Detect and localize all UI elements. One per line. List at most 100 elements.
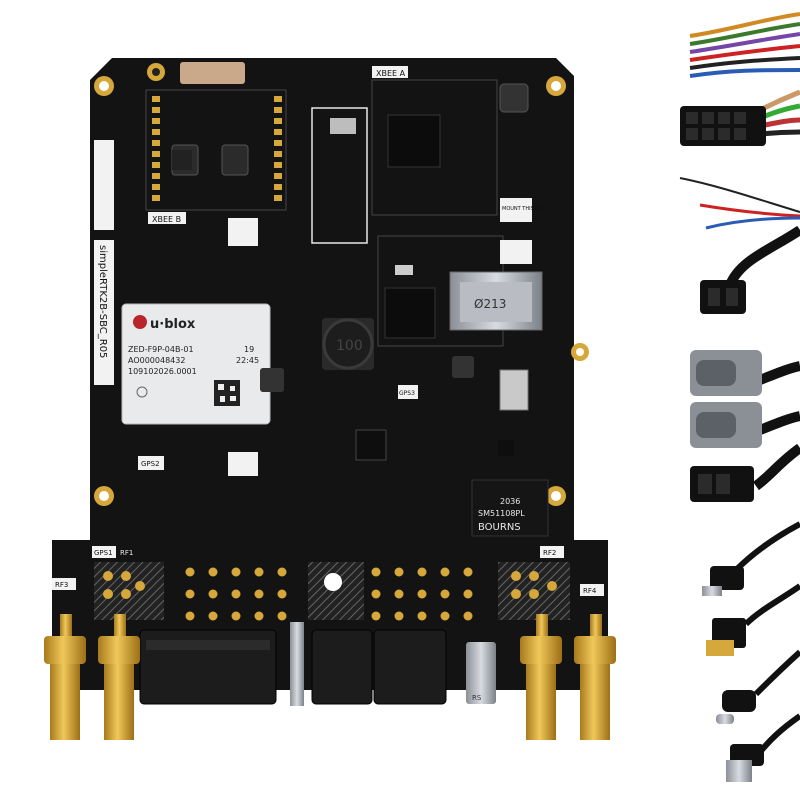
gold-pad: [511, 589, 521, 599]
accessory-usb-a-cable: [726, 713, 800, 782]
inductor-silk: 100: [336, 338, 363, 354]
ublox-brand: u·blox: [150, 317, 196, 332]
gps3-silk: GPS3: [399, 390, 415, 397]
xbee-pin: [152, 173, 160, 179]
gold-pad: [371, 589, 381, 599]
ublox-week: 19: [244, 345, 254, 354]
gold-pad: [208, 611, 218, 621]
accessory-ethernet-cable: [706, 583, 800, 656]
gold-pad: [277, 611, 287, 621]
bourns-silk: BOURNS: [478, 522, 521, 533]
usb-silk: RS: [472, 694, 482, 702]
xbee-pin: [274, 173, 282, 179]
bourns-transformer: BOURNS SM51108PL 2036: [471, 479, 549, 537]
ublox-model: ZED-F9P-04B-01: [128, 345, 194, 354]
rf1-silk: RF1: [120, 549, 133, 557]
gold-pad: [417, 589, 427, 599]
gold-pad: [440, 589, 450, 599]
gold-pad: [463, 611, 473, 621]
accessory-power-cable: [679, 177, 800, 314]
accessory-db9-serial-cables: [690, 350, 800, 448]
xbee-pin: [152, 140, 160, 146]
xbee-b-silk: XBEE B: [152, 215, 181, 224]
gold-pad: [121, 571, 131, 581]
gold-pad: [103, 571, 113, 581]
gold-pad: [103, 589, 113, 599]
mount-silk: MOUNT THIS SIDE: [502, 206, 547, 212]
gold-pad: [277, 567, 287, 577]
gold-pad: [394, 567, 404, 577]
xbee-pin: [274, 162, 282, 168]
gold-pad-grid: [103, 567, 557, 621]
rf2-silk: RF2: [543, 549, 556, 557]
rf4-silk: RF4: [583, 587, 597, 595]
gold-pad: [529, 589, 539, 599]
ublox-time: 22:45: [236, 356, 259, 365]
gold-pad: [231, 589, 241, 599]
gold-pad: [254, 589, 264, 599]
gold-pad: [185, 611, 195, 621]
xbee-pin: [274, 118, 282, 124]
gold-pad: [511, 571, 521, 581]
power-inductor: 100: [322, 318, 374, 370]
xbee-pin: [274, 195, 282, 201]
accessory-usb-c-cable: [716, 649, 800, 724]
gold-pad: [547, 581, 557, 591]
xbee-pin: [274, 151, 282, 157]
header-connectors: RS: [139, 622, 496, 706]
xbee-pin: [152, 129, 160, 135]
xbee-pin: [152, 118, 160, 124]
bourns-part-silk: SM51108PL: [478, 509, 525, 518]
gold-pad: [371, 611, 381, 621]
accessory-multicolor-wire-harness: [689, 12, 800, 78]
xbee-pin: [152, 162, 160, 168]
xbee-pin: [152, 96, 160, 102]
gold-pad: [463, 567, 473, 577]
xbee-pin: [274, 107, 282, 113]
accessory-micro-usb-cable: [702, 521, 800, 596]
gps-labels: GPS3 GPS2 GPS1: [92, 385, 418, 558]
ublox-zed-f9p-module: u·blox ZED-F9P-04B-01 19 AO000048432 22:…: [121, 303, 271, 425]
xbee-pin: [274, 184, 282, 190]
gold-pad: [371, 567, 381, 577]
gold-pad: [394, 611, 404, 621]
gold-pad: [440, 567, 450, 577]
xbee-pin: [274, 129, 282, 135]
xbee-pin: [152, 184, 160, 190]
gold-pad: [135, 581, 145, 591]
xbee-pin: [152, 195, 160, 201]
bourns-code-silk: 2036: [500, 497, 520, 506]
xbee-pin: [274, 140, 282, 146]
accessory-power-connector-cable: [690, 443, 800, 502]
gold-pad: [394, 589, 404, 599]
gold-pad: [208, 567, 218, 577]
gold-pad: [231, 611, 241, 621]
ublox-serial: AO000048432: [128, 356, 185, 365]
gold-pad: [185, 589, 195, 599]
accessory-molex-wire-harness: [680, 89, 800, 146]
gold-pad: [231, 567, 241, 577]
ublox-code: 109102026.0001: [128, 367, 197, 376]
rf3-silk: RF3: [55, 581, 68, 589]
gps1-silk: GPS1: [94, 549, 113, 557]
pcb-board: [52, 58, 608, 690]
gps2-silk: GPS2: [141, 460, 160, 468]
gold-pad: [254, 611, 264, 621]
xbee-pin: [152, 151, 160, 157]
gold-pad: [463, 589, 473, 599]
board-name-text: simpleRTK2B-SBC_R05: [97, 245, 108, 358]
gold-pad: [440, 611, 450, 621]
sd-card-slot: Ø213: [449, 271, 543, 331]
xbee-socket-b: XBEE A: [371, 66, 529, 216]
xbee-a-silk: XBEE A: [376, 69, 406, 78]
sd-card-silk: Ø213: [474, 297, 506, 311]
xbee-pin: [152, 107, 160, 113]
gold-pad: [417, 611, 427, 621]
sma-connectors: [44, 614, 616, 740]
gold-pad: [208, 589, 218, 599]
gold-pad: [254, 567, 264, 577]
gold-pad: [417, 567, 427, 577]
gold-pad: [277, 589, 287, 599]
